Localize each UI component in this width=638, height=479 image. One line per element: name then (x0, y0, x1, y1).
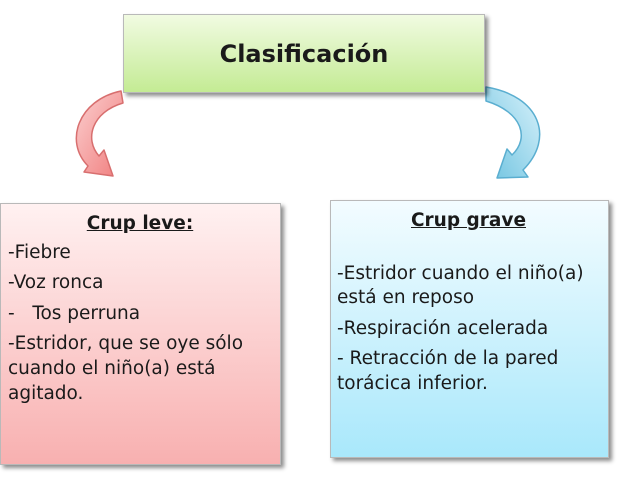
curved-arrow-left-icon (75, 90, 124, 177)
severe-croup-heading: Crup grave (410, 210, 526, 231)
mild-croup-heading: Crup leve: (86, 213, 194, 234)
mild-croup-item: -Fiebre (8, 241, 71, 263)
curved-arrow-right-icon (485, 86, 541, 179)
severe-croup-item: -Respiración acelerada (337, 317, 549, 339)
severe-croup-box: Crup grave -Estridor cuando el niño(a) e… (330, 200, 609, 458)
mild-croup-item: - Tos perruna (8, 302, 141, 324)
mild-croup-item: -Estridor, que se oye sólo cuando el niñ… (8, 333, 244, 404)
mild-croup-item: -Voz ronca (8, 272, 104, 294)
classification-title-box: Clasificación (123, 14, 485, 93)
diagram-title: Clasificación (219, 39, 389, 68)
mild-croup-box: Crup leve: -Fiebre -Voz ronca - Tos perr… (0, 203, 281, 465)
severe-croup-item: - Retracción de la pared torácica inferi… (337, 348, 559, 394)
severe-croup-item: -Estridor cuando el niño(a) está en repo… (337, 262, 584, 309)
